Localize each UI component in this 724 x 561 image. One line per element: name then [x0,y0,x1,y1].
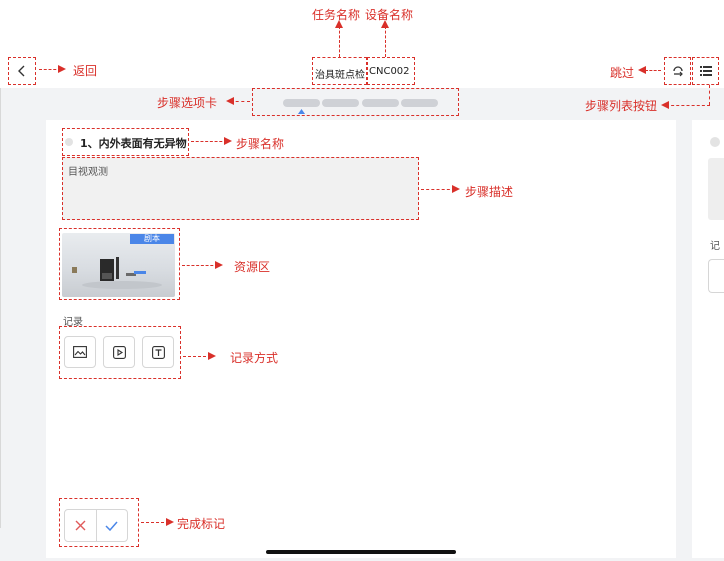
list-icon [699,66,712,76]
step-tab-3[interactable] [362,99,399,107]
equipment-image [72,257,162,289]
annotation-device-name: 设备名称 [365,8,414,22]
annotation-record-method: 记录方式 [230,351,279,365]
annotation-done-mark: 完成标记 [177,517,226,531]
task-name-box [312,57,367,85]
device-name-pointer-head [381,20,389,28]
step-title: 1、内外表面有无异物 [80,137,187,150]
home-indicator [266,550,456,554]
resource-area [59,228,180,300]
confirm-button[interactable] [97,510,128,541]
step-tabs [252,88,459,116]
chevron-left-icon [18,65,25,77]
step-radio[interactable] [65,138,73,146]
skip-arrow-head [638,66,646,74]
annotation-skip: 跳过 [610,66,635,80]
device-name: CNC002 [369,66,410,77]
annotation-resource-area: 资源区 [234,260,271,274]
step-description-pointer-head [452,185,460,193]
resource-area-pointer-head [215,261,223,269]
done-mark-group [59,498,139,547]
back-button[interactable] [8,57,36,85]
step-description-box [62,157,419,220]
record-image-button[interactable] [64,336,96,368]
skip-icon [672,66,683,77]
record-method-pointer-head [208,352,216,360]
step-tab-4[interactable] [401,99,438,107]
next-step-description-box [708,158,724,220]
step-name-box [62,128,189,156]
next-step-record-box [708,259,724,293]
step-description-pointer [421,189,455,190]
annotation-step-name: 步骤名称 [236,137,285,151]
close-icon [75,520,86,531]
step-list-pointer-head [661,101,669,109]
record-video-button[interactable] [103,336,135,368]
skip-arrow-line [645,70,661,71]
record-text-button[interactable] [142,336,174,368]
resource-area-pointer [182,265,218,266]
record-method-group [59,326,181,379]
task-name-pointer [339,26,340,57]
step-tab-1[interactable] [283,99,320,107]
resource-badge: 剧本 [130,234,174,244]
annotation-task-name: 任务名称 [312,8,361,22]
step-description: 目视观测 [68,167,108,178]
text-icon [151,345,165,359]
next-step-record-label: 记 [710,241,720,252]
done-mark-pointer-head [166,518,174,526]
reject-button[interactable] [65,510,97,541]
step-list-button[interactable] [692,57,719,85]
step-list-pointer-v [709,85,710,105]
task-name-pointer-head [335,20,343,28]
check-icon [105,521,118,531]
step-list-pointer-h [666,105,710,106]
done-mark-buttons [64,509,128,542]
device-name-box [367,57,415,85]
image-icon [73,346,87,358]
record-method-pointer [183,356,211,357]
annotation-step-tabs: 步骤选项卡 [157,96,218,110]
skip-button[interactable] [664,57,691,85]
step-tabs-pointer-head [226,97,234,105]
step-name-pointer-head [224,137,232,145]
step-name-pointer [191,141,227,142]
device-edge [0,88,1,528]
done-mark-pointer [141,522,169,523]
step-tabs-pointer [230,101,250,102]
annotation-step-description: 步骤描述 [465,185,514,199]
task-name: 治具斑点检 [315,70,365,81]
back-arrow-line [39,69,61,70]
back-arrow-head [58,65,66,73]
next-step-radio [710,137,720,147]
active-tab-indicator-icon [298,109,305,114]
device-name-pointer [385,26,386,57]
video-play-icon [112,345,126,359]
step-tab-2[interactable] [322,99,359,107]
record-label: 记录 [63,317,83,328]
annotation-step-list-button: 步骤列表按钮 [585,99,658,113]
annotation-back: 返回 [73,64,98,78]
